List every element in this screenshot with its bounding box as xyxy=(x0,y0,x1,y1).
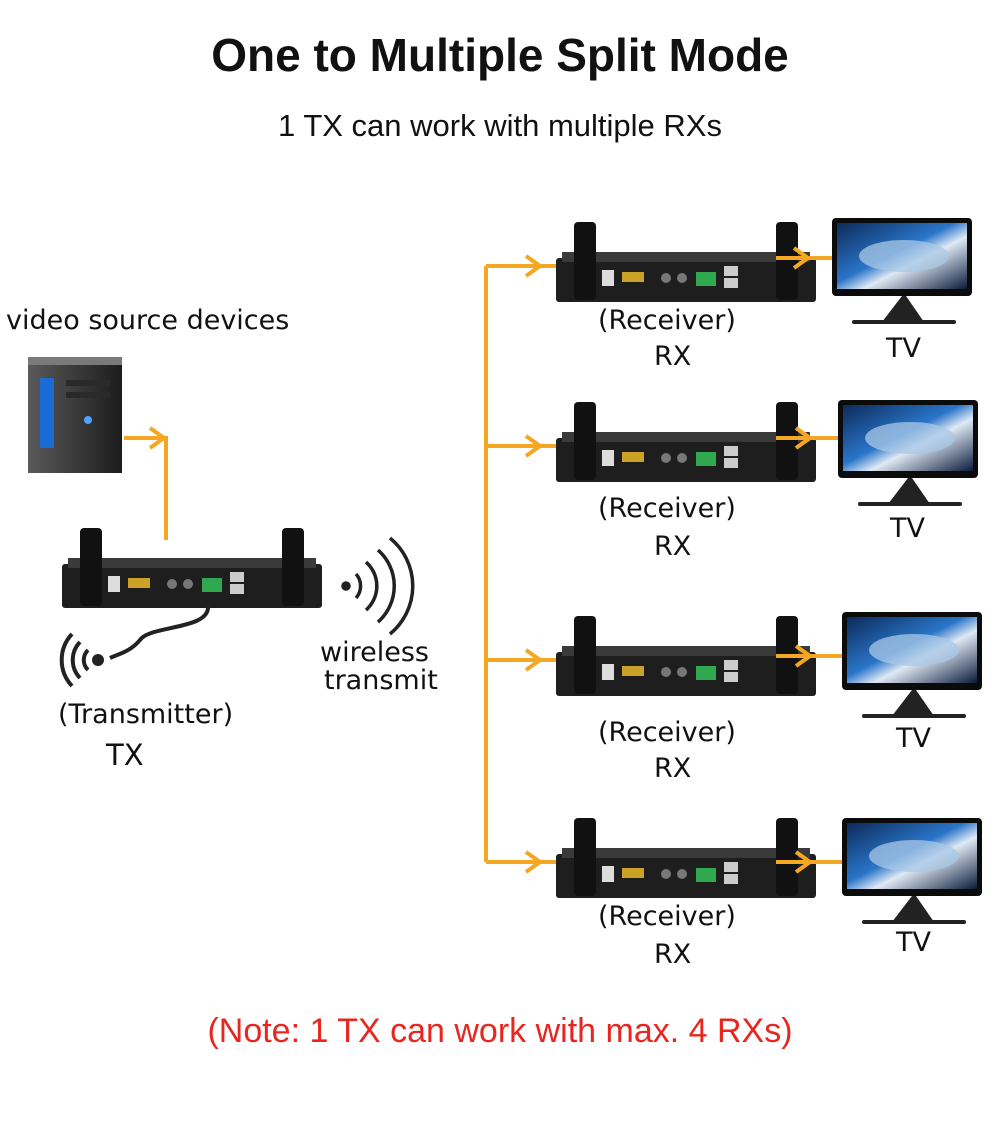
receiver-label: (Receiver) xyxy=(598,305,736,336)
note-text: (Note: 1 TX can work with max. 4 RXs) xyxy=(207,1012,793,1050)
tv-icon xyxy=(832,218,972,324)
page-subtitle: 1 TX can work with multiple RXs xyxy=(278,108,722,143)
receiver-device-icon xyxy=(556,222,816,302)
tv-label: TV xyxy=(896,723,931,754)
tv-icon xyxy=(838,400,978,506)
tx-signal-icon xyxy=(59,632,104,688)
distribution-bus xyxy=(484,254,556,874)
page-title: One to Multiple Split Mode xyxy=(211,29,789,81)
transmitter-short-label: TX xyxy=(106,738,144,772)
receiver-short-label: RX xyxy=(654,939,692,970)
tx-cable xyxy=(109,605,210,660)
receiver-label: (Receiver) xyxy=(598,717,736,748)
tv-label: TV xyxy=(886,333,921,364)
receiver-short-label: RX xyxy=(654,531,692,562)
tv-label: TV xyxy=(896,927,931,958)
rx-to-tv-arrows xyxy=(776,246,844,874)
transmitter-device-icon xyxy=(62,528,322,608)
tv-label: TV xyxy=(890,513,925,544)
source-label: video source devices xyxy=(6,305,290,336)
receiver-device-icon xyxy=(556,818,816,898)
wireless-signal-icon xyxy=(341,536,415,636)
video-source-pc-icon xyxy=(28,357,122,473)
receiver-device-icon xyxy=(556,402,816,482)
tv-icon xyxy=(842,612,982,718)
receiver-label: (Receiver) xyxy=(598,493,736,524)
wireless-label-line2: transmit xyxy=(324,665,438,696)
transmitter-label: (Transmitter) xyxy=(58,699,234,730)
tv-icon xyxy=(842,818,982,924)
wireless-label-line1: wireless xyxy=(320,637,429,668)
receiver-short-label: RX xyxy=(654,341,692,372)
source-to-tx-arrow xyxy=(124,426,168,540)
receiver-short-label: RX xyxy=(654,753,692,784)
receiver-label: (Receiver) xyxy=(598,901,736,932)
